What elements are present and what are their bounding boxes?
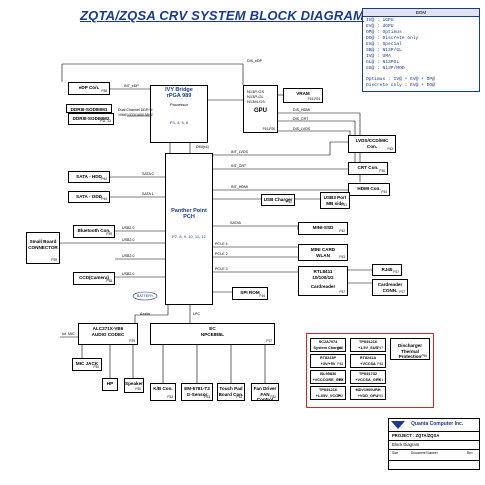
signal-dis-lvds: DIS_LVDS — [293, 127, 311, 131]
speaker-block[interactable]: Speaker P30 — [124, 378, 144, 393]
gpu-block[interactable]: N13P-GS N13P-GL N13M-GS GPU P19-P26 — [243, 85, 278, 133]
bom-line: EX@ : Special — [366, 42, 402, 47]
bom-line: GL@ : N13PGL — [366, 60, 400, 65]
bluetooth-connector-block[interactable]: Bluetooth Con. P39 — [73, 225, 115, 238]
vram-block[interactable]: VRAM P19-P24 — [283, 88, 323, 103]
sata-odd-block[interactable]: SATA - ODD P44 — [68, 191, 110, 203]
mic-jack-block[interactable]: MIC JACK P30 — [72, 358, 102, 371]
bom-line: SB@ : N13P/GL — [366, 48, 402, 53]
hp-block[interactable]: HP — [102, 378, 118, 391]
signal-sata1: SATA 1 — [142, 192, 154, 196]
signal-usb: USB2.0 — [122, 272, 135, 276]
mini-card-wlan-block[interactable]: MINI CARD WLAN P43 — [298, 244, 348, 261]
rtl8411-block[interactable]: RTL8411 10/100/1G Cardreader P37 — [298, 266, 348, 296]
signal-usb: USB2.0 — [122, 238, 135, 242]
mini-ssd-block[interactable]: MINI-SSD P42 — [298, 222, 348, 235]
signal-lpc: LPC — [193, 312, 200, 316]
signal-dis-edp: DIS_eDP — [247, 59, 262, 63]
bom-line: OP@ : Optimus — [366, 30, 402, 35]
discharger-block[interactable]: Discharger Thermal Protection P55 — [390, 338, 430, 360]
signal-usb: USB2.0 — [122, 254, 135, 258]
rev-label: Rev — [467, 451, 473, 455]
ddr-sodimm2-block[interactable]: DDRIII-SODIMM2 P11, 12 — [68, 113, 114, 125]
signal-pcie3: PCI-E 3 — [215, 267, 228, 271]
cardreader-connector-block[interactable]: Cardreader CONN. P37 — [372, 279, 408, 296]
sheet-name: Block Diagram — [392, 442, 420, 447]
signal-int-lvds: INT_LVDS — [231, 150, 248, 154]
bom-line: IV@ : UMA — [366, 54, 391, 59]
pch-block[interactable]: Panther Point PCH P7, 8, 9, 10, 11, 12 — [165, 153, 213, 305]
hdmi-connector-block[interactable]: HDMI Con. P34 — [348, 183, 390, 196]
signal-dis-hdmi: DIS_HDMI — [293, 108, 311, 112]
bom-legend: BOM IV@ : iGPU EV@ : dGPU OP@ : Optimus … — [362, 8, 480, 92]
bom-line: Optimus : IV@ + EV@ + OP@ — [366, 77, 435, 82]
signal-pcie2: PCI-E 2 — [215, 252, 228, 256]
g-sensor-block[interactable]: EM-6781-T3 G-Sensor P33 — [181, 383, 213, 401]
power-block[interactable]: MDV1900URH +VDD_GPU P53 — [350, 386, 386, 400]
audio-codec-block[interactable]: ALC271X-VB6 AUDIO CODEC P29 — [78, 323, 138, 345]
size-label: Size — [392, 451, 399, 455]
battery-label: BATTERY — [137, 294, 154, 298]
rj45-block[interactable]: RJ45 P37 — [372, 264, 402, 276]
bom-line: Discrete only : EV@ + DO@ — [366, 83, 435, 88]
signal-dis-crt: DIS_CRT — [293, 117, 309, 121]
signal-dmi: DMI(x4) — [196, 145, 209, 149]
power-block[interactable]: RT8223P +3V/+5V P48 — [310, 354, 346, 368]
small-board-connector-block[interactable]: Small Board CONNECTOR P39 — [26, 232, 60, 264]
fan-driver-block[interactable]: Fan Driver FAN Control P32 — [251, 383, 279, 402]
ccd-camera-block[interactable]: CCD(Camera) P38 — [73, 272, 115, 285]
ddr-channel-note: Dual Channel DDR III 1066/1333/1600 MHZ — [118, 108, 153, 117]
signal-sata5: SATA5 — [230, 221, 241, 225]
power-block[interactable]: SC2A7074 System Charger P46 — [310, 338, 346, 352]
bom-header: BOM — [363, 9, 479, 17]
power-block[interactable]: RT8241A +VCCSA P48 — [350, 354, 386, 368]
signal-int-hdmi: INT_HDMI — [231, 185, 248, 189]
edp-connector-block[interactable]: eDP Con. P38 — [68, 82, 110, 95]
crt-connector-block[interactable]: CRT Con. P36 — [348, 162, 388, 175]
company-name: Quanta Computer Inc. — [411, 421, 464, 427]
lvds-ccd-mic-connector-block[interactable]: LVDS/CCD/MIC Con. P43 — [348, 135, 396, 153]
title-block: Quanta Computer Inc. PROJECT : ZQTA/ZQSA… — [388, 418, 480, 470]
signal-usb: USB2.0 — [122, 226, 135, 230]
ec-block[interactable]: EC NPCE885L P27 — [150, 323, 275, 345]
touchpad-connector-block[interactable]: Touch Pad Board Con. P33 — [217, 383, 245, 401]
sata-hdd-block[interactable]: SATA - HDD P44 — [68, 171, 110, 183]
doc-number-label: Document Number — [411, 451, 438, 455]
keyboard-connector-block[interactable]: K/B Con. P33 — [150, 383, 176, 401]
project-name: PROJECT : ZQTA/ZQSA — [392, 433, 440, 438]
bom-line: EV@ : dGPU — [366, 24, 394, 29]
power-block[interactable]: TPS51216 +1.05V_VCCP P52 — [310, 386, 346, 400]
power-block[interactable]: TPS51216 +1.5V_SUS P47 — [350, 338, 386, 352]
bom-line: IV@ : iGPU — [366, 18, 394, 23]
power-section — [306, 333, 434, 408]
bom-line: GS@ : N13P/MOD — [366, 66, 405, 71]
signal-int-mic: Int. MIC — [62, 332, 75, 336]
signal-azalia: Azalia — [140, 312, 150, 316]
diagram-title: ZQTA/ZQSA CRV SYSTEM BLOCK DIAGRAM — [80, 8, 365, 23]
cpu-block[interactable]: IVY Bridge rPGA 989 Processor P3, 4, 5, … — [150, 85, 208, 143]
power-block[interactable]: ISL95836 +VCCCORE_GFX P50 — [310, 370, 346, 384]
signal-pcie4: PCI-E 4 — [215, 242, 228, 246]
signal-int-crt: INT_CRT — [231, 164, 247, 168]
bom-line: DO@ : Discrete only — [366, 36, 419, 41]
usb3-port-block[interactable]: USB3 Port MB side P41 — [320, 192, 350, 209]
spi-rom-block[interactable]: SPI ROM P14 — [232, 287, 268, 300]
signal-sata0: SATA 0 — [142, 172, 154, 176]
signal-int-edp: INT_eDP — [124, 84, 139, 88]
ddr-sodimm1-block[interactable]: DDRIII-SODIMM1 — [66, 104, 112, 113]
usb-charger-block[interactable]: USB Charger P40 — [261, 194, 295, 206]
power-block[interactable]: TPS51732 +VCCSA_GFX P51 — [350, 370, 386, 384]
